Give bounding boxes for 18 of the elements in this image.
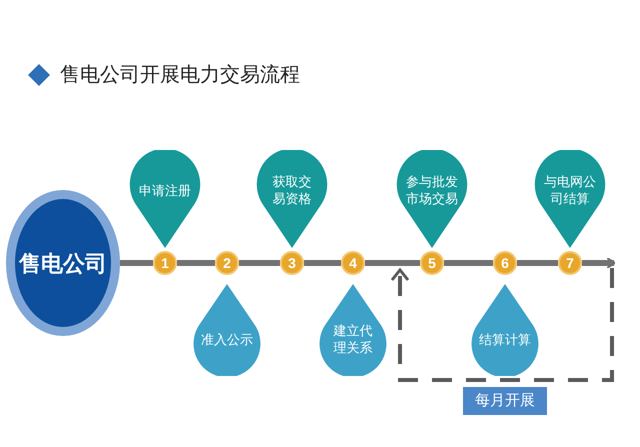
step-number: 4 — [341, 251, 365, 275]
step-number: 2 — [215, 251, 239, 275]
monthly-tag: 每月开展 — [463, 387, 547, 415]
title: 售电公司开展电力交易流程 — [60, 63, 300, 88]
step-number: 1 — [153, 251, 177, 275]
step-label: 获取交易资格 — [272, 173, 312, 207]
step-number: 7 — [558, 251, 582, 275]
step-number: 5 — [420, 251, 444, 275]
step-label: 结算计算 — [478, 330, 532, 348]
timeline-arrow — [582, 257, 616, 269]
step-label: 申请注册 — [138, 182, 192, 198]
step-number: 6 — [493, 251, 517, 275]
step-label: 建立代理关系 — [332, 322, 374, 356]
company-label: 售电公司 — [15, 199, 111, 327]
step-number: 3 — [280, 251, 304, 275]
step-label: 准入公示 — [200, 330, 254, 348]
step-label: 参与批发市场交易 — [405, 173, 459, 207]
step-label: 与电网公司结算 — [543, 173, 597, 207]
